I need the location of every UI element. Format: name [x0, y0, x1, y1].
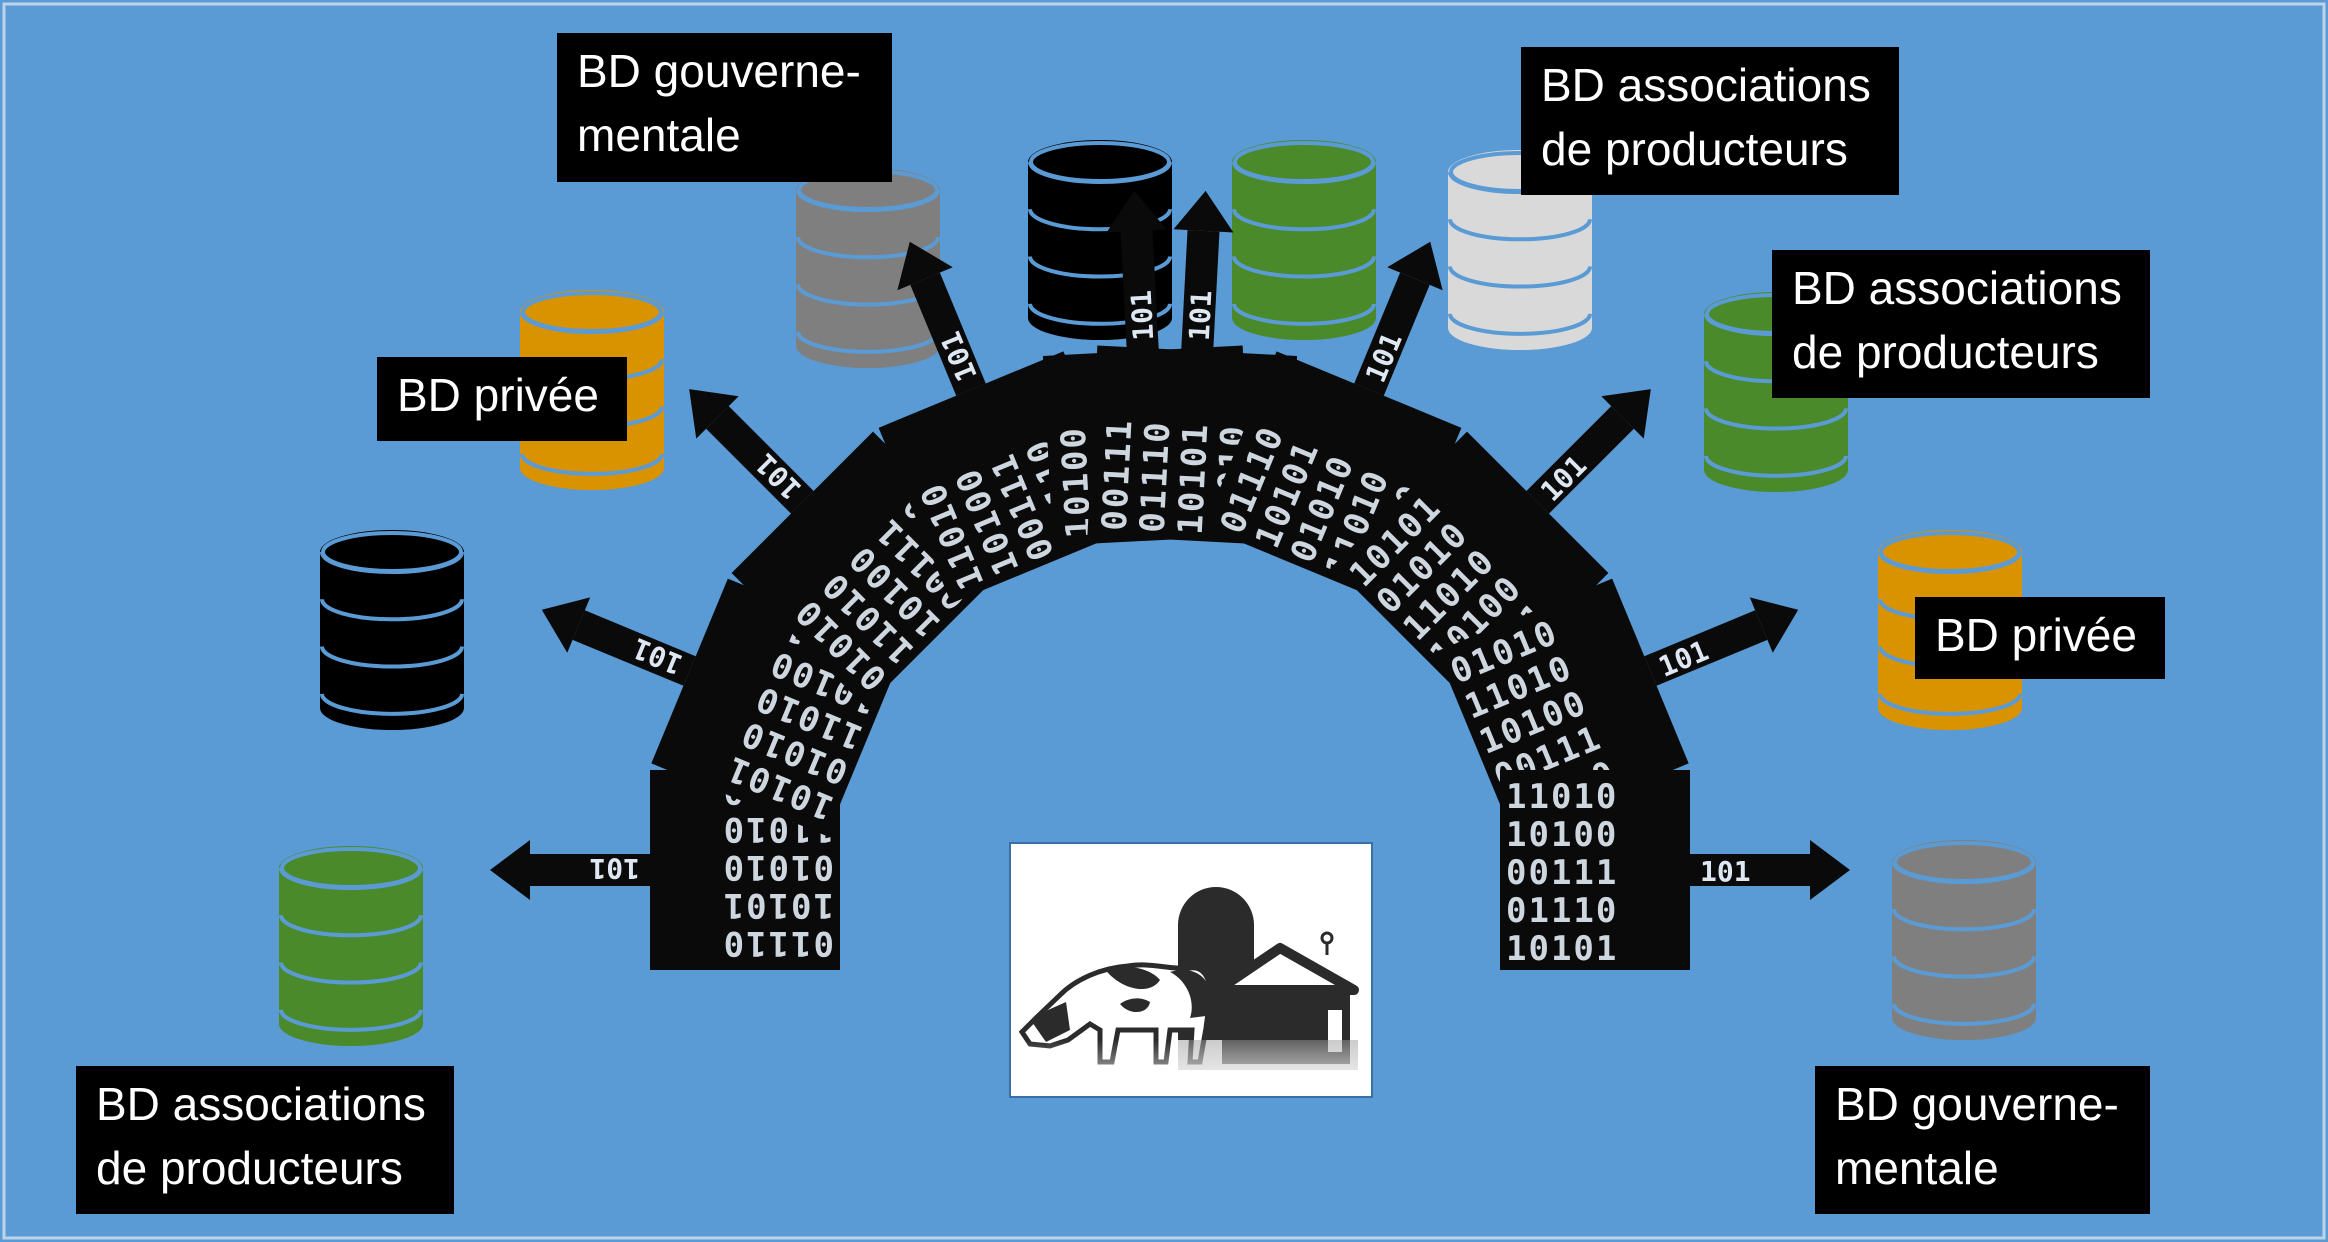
svg-text:01110: 01110 [1506, 891, 1618, 931]
svg-text:101: 101 [1125, 289, 1161, 341]
svg-text:01010: 01010 [722, 847, 834, 887]
label-gov-db-top: BD gouverne- mentale [557, 33, 892, 182]
db-green-top-icon [1232, 140, 1376, 340]
label-assoc-db-top-right: BD associations de producteurs [1521, 47, 1899, 195]
label-private-db-right: BD privée [1915, 597, 2165, 679]
label-assoc-db-right: BD associations de producteurs [1772, 250, 2150, 398]
svg-text:10101: 10101 [1506, 929, 1618, 969]
db-green-bottom-left-icon [279, 846, 423, 1046]
label-gov-db-bottom-right: BD gouverne- mentale [1815, 1066, 2150, 1214]
svg-text:00111: 00111 [1095, 417, 1141, 531]
svg-text:01110: 01110 [722, 923, 834, 963]
db-black-left-icon [320, 530, 464, 730]
svg-text:101: 101 [589, 852, 640, 885]
label-private-db-left: BD privée [377, 357, 627, 441]
svg-text:101: 101 [1700, 855, 1751, 888]
svg-text:01110: 01110 [1133, 419, 1179, 533]
db-gray-top-icon [796, 168, 940, 368]
svg-text:10101: 10101 [722, 885, 834, 925]
db-gray-bottom-right-icon [1892, 840, 2036, 1040]
farm-icon [1009, 842, 1373, 1098]
svg-text:00111: 00111 [1506, 853, 1618, 893]
svg-text:11010: 11010 [1506, 777, 1618, 817]
barn-roof-icon [1213, 943, 1359, 995]
svg-text:10100: 10100 [1506, 815, 1618, 855]
svg-text:101: 101 [1183, 289, 1219, 341]
label-assoc-db-bottom-left: BD associations de producteurs [76, 1066, 454, 1214]
